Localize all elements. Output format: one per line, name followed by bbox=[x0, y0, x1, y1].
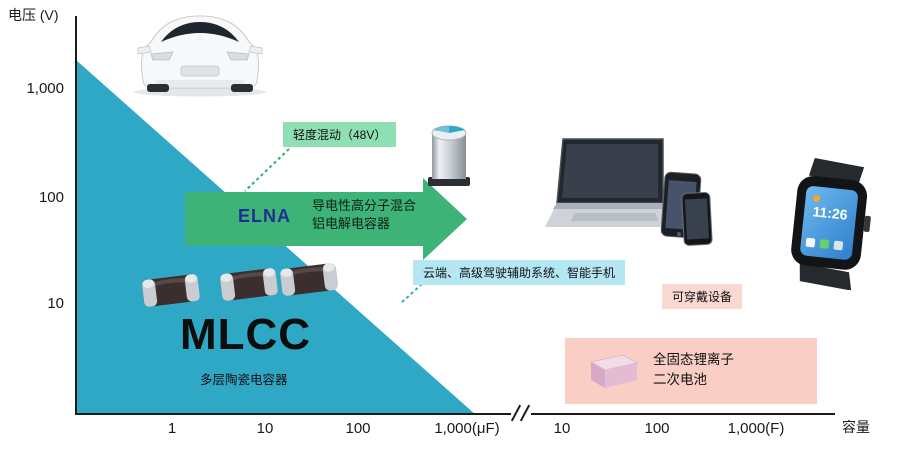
x-tick-100F: 100 bbox=[644, 420, 670, 437]
mlcc-chip-image bbox=[220, 268, 278, 301]
mlcc-subtitle: 多层陶瓷电容器 bbox=[200, 373, 288, 387]
x-tick-10F: 10 bbox=[553, 420, 571, 437]
watch-app-icon bbox=[805, 237, 816, 248]
wearable-callout: 可穿戴设备 bbox=[662, 284, 743, 309]
mlcc-title: MLCC bbox=[180, 310, 312, 359]
y-axis-label: 电压 (V) bbox=[8, 7, 59, 23]
x-tick-100: 100 bbox=[345, 420, 371, 437]
x-tick-1000F: 1,000(F) bbox=[727, 420, 785, 437]
x-tick-1000uF: 1,000(μF) bbox=[434, 420, 500, 437]
cloud-connector-line bbox=[399, 283, 423, 305]
elna-arrow-region bbox=[185, 178, 467, 260]
y-tick-10: 10 bbox=[47, 295, 64, 312]
x-tick-10: 10 bbox=[256, 420, 274, 437]
cloud-adas-callout: 云端、高级驾驶辅助系统、智能手机 bbox=[413, 260, 626, 285]
elna-description: 导电性高分子混合 铝电解电容器 bbox=[312, 197, 416, 233]
mild-hybrid-connector-line bbox=[244, 148, 290, 192]
mlcc-chip-image bbox=[280, 263, 338, 296]
x-tick-1: 1 bbox=[167, 420, 177, 437]
battery-chip-image bbox=[589, 354, 639, 388]
battery-label: 全固态锂离子 二次电池 bbox=[653, 350, 734, 390]
watch-notification-dot bbox=[813, 194, 821, 202]
solid-state-battery-region: 全固态锂离子 二次电池 bbox=[565, 338, 817, 404]
y-tick-1000: 1,000 bbox=[26, 80, 64, 97]
capacity-axis-line bbox=[75, 413, 835, 415]
elna-description-line1: 导电性高分子混合 bbox=[312, 198, 417, 213]
elna-logo: ELNA bbox=[238, 206, 291, 226]
watch-app-icon bbox=[833, 240, 844, 251]
watch-time: 11:26 bbox=[812, 203, 849, 223]
watch-app-icon bbox=[819, 239, 830, 249]
battery-label-line2: 二次电池 bbox=[653, 372, 707, 387]
smartwatch-image: 11:26 bbox=[791, 158, 871, 290]
elna-description-line2: 铝电解电容器 bbox=[312, 216, 391, 231]
x-axis-label: 容量 bbox=[842, 419, 870, 435]
battery-label-line1: 全固态锂离子 bbox=[653, 352, 734, 367]
y-tick-100: 100 bbox=[38, 189, 64, 206]
axis-break-gap bbox=[511, 409, 531, 419]
car-image bbox=[134, 15, 266, 97]
mlcc-chip-image bbox=[142, 274, 200, 307]
aluminum-capacitor-image bbox=[428, 125, 470, 186]
laptop-smartphones-image bbox=[545, 138, 713, 246]
voltage-axis-line bbox=[75, 16, 77, 415]
mild-hybrid-callout: 轻度混动（48V） bbox=[283, 122, 397, 147]
elna-arrow-shape bbox=[185, 178, 467, 260]
